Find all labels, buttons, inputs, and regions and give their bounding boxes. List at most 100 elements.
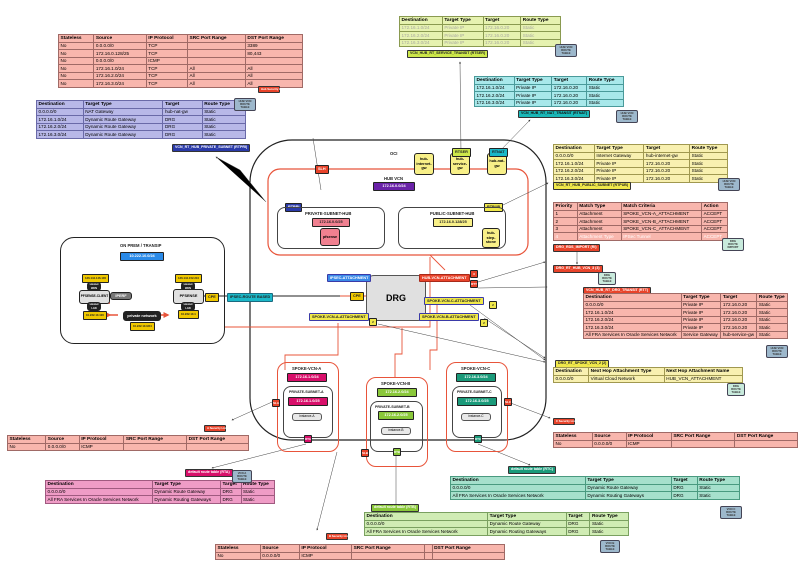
hub-attach-rt-3: 3 — [470, 270, 478, 278]
table-cell: 0.0.0.0/0 — [45, 487, 153, 497]
iperf[interactable]: IPERF — [110, 292, 132, 300]
table-cell: Private IP — [441, 38, 484, 48]
ipsec-attachment[interactable]: IPSEC-ATTACHMENT — [327, 274, 372, 282]
table-cell: 2 — [553, 217, 578, 226]
table-cell: 172.16.0.20 — [720, 300, 758, 310]
table-cell: No — [6, 442, 47, 452]
table-cell: 0.0.0.0/0 — [552, 374, 590, 384]
table-cell: Private IP — [441, 31, 484, 40]
table-cell: Static — [689, 159, 728, 168]
column-header: Source — [93, 34, 147, 43]
drg-route-import-tag: DRG ROUTE IMPORT — [722, 238, 744, 252]
table-cell: Private IP — [680, 315, 722, 325]
column-header: Match Type — [576, 202, 622, 211]
table-cell: 172.16.1.0/24 — [583, 308, 682, 317]
table-cell: 0.0.0.0/0 — [45, 442, 80, 452]
internet-gateway[interactable]: hub-internet-gw — [414, 153, 434, 175]
table-cell — [244, 56, 304, 66]
vcn-c-route-table-tag: VCN C ROUTE TABLE — [720, 506, 742, 520]
hub-vcn-boundary — [267, 168, 529, 256]
instance-c[interactable]: instance-C — [461, 413, 491, 421]
table-cell — [424, 551, 433, 561]
drg-cpe: CPE — [350, 292, 364, 301]
hub-vcn-attachment[interactable]: HUB-VCN-ATTACHMENT — [419, 274, 470, 282]
table-cell: Dynamic Route Gateway — [584, 483, 672, 493]
instance-b[interactable]: instance-B — [381, 427, 411, 435]
spoke-vcn-c — [446, 362, 508, 452]
column-header: DST Port Range — [431, 544, 506, 553]
table-cell — [670, 439, 736, 449]
table-cell: HUB_VCN_ATTACHMENT — [663, 374, 744, 384]
instance-a[interactable]: instance-A — [292, 413, 322, 421]
slb-tag: SLB — [361, 449, 369, 457]
table-cell: 0.0.0.0/0 — [591, 439, 627, 449]
hub-vcn-route-table-tag: HUB VCN ROUTE TABLE — [766, 345, 788, 359]
table-cell: Static — [689, 166, 728, 176]
table-cell: Static — [586, 83, 624, 93]
table-cell: Static — [240, 487, 276, 497]
subnet-b-cidr: 172.16.2.0/25 — [378, 411, 414, 420]
sl-a-label: A Security List (SLA) — [204, 425, 235, 432]
column-header: Route Type — [520, 16, 561, 25]
table-cell: 172.16.0.20 — [551, 98, 588, 108]
service-transit-label: VCN_HUB_RT_SERVICE_TRANSIT (RTSER) — [407, 50, 489, 58]
spoke-c-title: SPOKE-VCN-C — [461, 366, 491, 371]
column-header: Target — [643, 144, 691, 153]
spoke-a-attachment[interactable]: SPOKE-VCN-A-ATTACHMENT — [309, 313, 369, 321]
public-subnet-hub-cidr: 172.16.0.128/25 — [433, 218, 473, 227]
hub-public-rt-label: VCN_RT_HUB_PUBLIC_SUBNET (RTPUB) — [553, 182, 632, 190]
table-cell: Private IP — [680, 300, 722, 310]
column-header: Stateless — [215, 544, 261, 553]
hub-vcn-route-table-tag: HUB VCN ROUTE TABLE — [234, 98, 256, 112]
table-cell: 80,443 — [244, 49, 304, 58]
spoke-b-attachment[interactable]: SPOKE-VCN-B-ATTACHMENT — [419, 313, 479, 321]
table-cell: DRG — [219, 495, 242, 504]
table-cell: 0.0.0.0/0 — [259, 551, 300, 561]
table-cell: 0.0.0.0/0 — [93, 56, 147, 66]
column-header: Destination — [553, 144, 595, 153]
spoke-c-attachment[interactable]: SPOKE-VCN-C-ATTACHMENT — [424, 297, 484, 305]
table-cell: Static — [696, 483, 741, 493]
table-row: All FRA Services In Oracle Services Netw… — [45, 495, 276, 504]
ipsec-route-based[interactable]: IPSEC-ROUTE BASED — [227, 293, 274, 302]
column-header: Target Type — [513, 76, 553, 85]
table-cell: Static — [756, 308, 788, 317]
table-cell: 172.16.3.0/24 — [36, 130, 84, 139]
table-cell: Private IP — [441, 23, 484, 33]
table-cell: Private IP — [680, 323, 722, 332]
table-cell: Static — [201, 115, 247, 124]
spoke-vcn-a — [277, 362, 339, 452]
table-cell: Private IP — [513, 98, 553, 108]
column-header: DST Port Range — [186, 435, 249, 444]
vcn-a-route-table-tag: VCN A ROUTE TABLE — [232, 470, 252, 484]
table-cell: All — [187, 79, 246, 88]
rtser-tag: RTSER — [452, 148, 471, 157]
service-gateway[interactable]: hub-service-gw — [450, 153, 470, 175]
rt-b-label: default route table (RTB) — [371, 504, 419, 512]
table-cell: Internet Gateway — [593, 151, 645, 161]
table-cell: TCP — [145, 64, 189, 73]
column-header: Stateless — [6, 435, 47, 444]
table-cell: Static — [756, 330, 788, 340]
drg[interactable]: DRG — [366, 275, 426, 321]
table-cell: Dynamic Routing Gateways — [487, 527, 567, 536]
pfsense-instance[interactable]: pfsense — [320, 228, 340, 246]
hub-stepstone-instance[interactable]: hub-step-stone — [482, 228, 500, 248]
table-cell: Static — [520, 23, 561, 33]
table-cell: hub-nat-gw — [162, 107, 203, 117]
table-cell: ICMP — [145, 56, 189, 66]
table-row: All FRA Services In Oracle Services Netw… — [583, 330, 788, 340]
table-row: All FRA Services In Oracle Services Netw… — [363, 527, 629, 536]
table-cell — [734, 439, 798, 449]
drg-route-table-tag: DRG ROUTE TABLE — [598, 272, 616, 286]
